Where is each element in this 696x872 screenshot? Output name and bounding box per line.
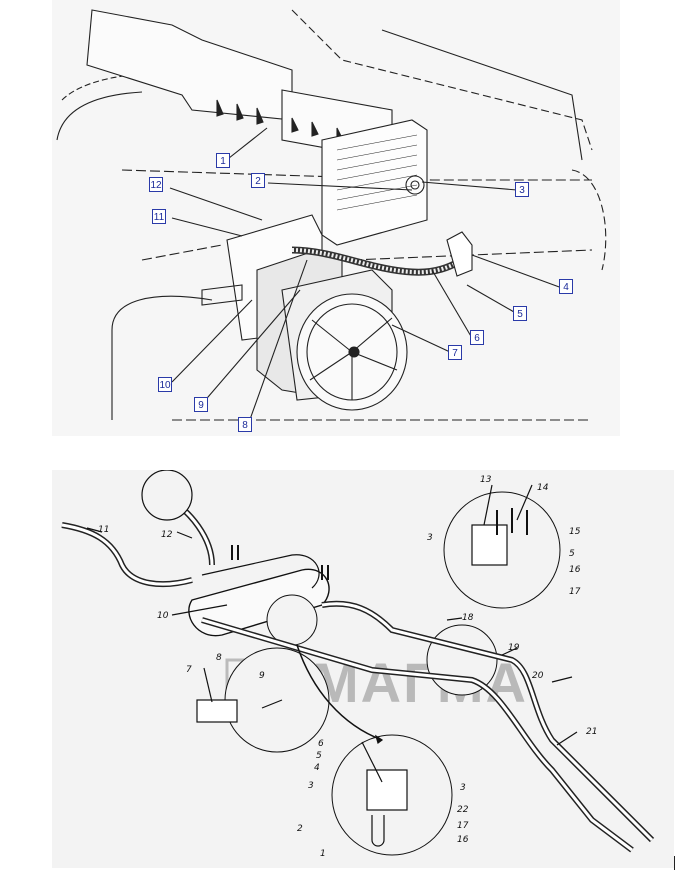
label-18: 18 xyxy=(462,613,474,623)
callout-2: 2 xyxy=(251,173,265,188)
label-20: 20 xyxy=(532,671,544,681)
label-12: 12 xyxy=(161,530,173,540)
label-5-lower: 5 xyxy=(316,751,322,761)
label-2: 2 xyxy=(297,824,303,834)
heater-installation-drawing xyxy=(56,9,607,426)
label-1: 1 xyxy=(320,849,326,859)
exhaust-system-drawing: МАГМА xyxy=(61,470,655,859)
callout-1: 1 xyxy=(216,153,230,168)
label-11: 11 xyxy=(98,525,109,535)
label-4-lower: 4 xyxy=(314,763,320,773)
label-14: 14 xyxy=(537,483,549,493)
callout-8: 8 xyxy=(238,417,252,432)
label-9: 9 xyxy=(259,671,265,681)
bottom-diagram-panel: МАГМА xyxy=(52,470,674,868)
label-21: 21 xyxy=(586,727,597,737)
label-3-lower-left: 3 xyxy=(308,781,314,791)
callout-10: 10 xyxy=(158,377,172,392)
label-7: 7 xyxy=(186,665,192,675)
label-15: 15 xyxy=(569,527,581,537)
callout-12: 12 xyxy=(149,177,163,192)
label-3-upper: 3 xyxy=(427,533,433,543)
label-22: 22 xyxy=(457,805,469,815)
label-19: 19 xyxy=(508,643,520,653)
label-6-lower: 6 xyxy=(318,739,324,749)
label-3-lower-right: 3 xyxy=(460,783,466,793)
page-edge-mark xyxy=(674,856,675,870)
callout-5: 5 xyxy=(513,306,527,321)
label-17-upper: 17 xyxy=(569,587,581,597)
callout-4: 4 xyxy=(559,279,573,294)
callout-7: 7 xyxy=(448,345,462,360)
label-17-lower: 17 xyxy=(457,821,469,831)
top-diagram-panel: 1 2 3 4 5 6 7 8 9 10 11 12 xyxy=(52,0,620,436)
label-16-upper: 16 xyxy=(569,565,581,575)
callout-6: 6 xyxy=(470,330,484,345)
label-8: 8 xyxy=(216,653,222,663)
label-5-upper: 5 xyxy=(569,549,575,559)
callout-11: 11 xyxy=(152,209,166,224)
label-13: 13 xyxy=(480,475,492,485)
callout-9: 9 xyxy=(194,397,208,412)
callout-3: 3 xyxy=(515,182,529,197)
label-10: 10 xyxy=(157,611,169,621)
label-16-lower: 16 xyxy=(457,835,469,845)
